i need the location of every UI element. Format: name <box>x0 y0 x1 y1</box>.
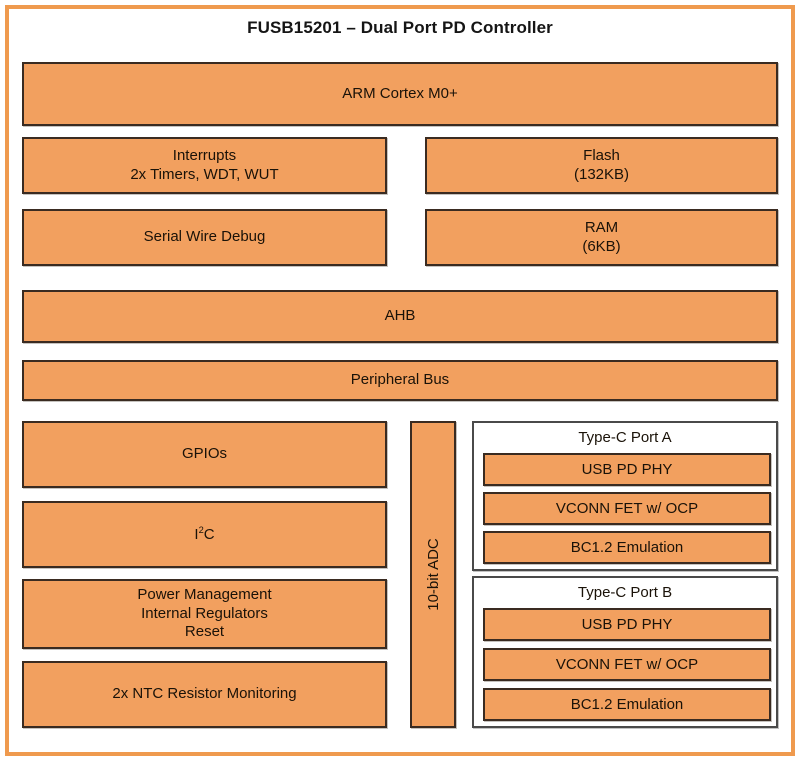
block-power-line3: Reset <box>184 623 225 641</box>
block-port-b-usb-pd-phy: USB PD PHY <box>483 608 771 641</box>
block-gpios: GPIOs <box>22 421 387 488</box>
block-ram-line1: RAM <box>584 218 619 236</box>
block-power-line1: Power Management <box>137 585 272 603</box>
block-port-b-bc12-emulation: BC1.2 Emulation <box>483 688 771 721</box>
block-arm-cortex-m0: ARM Cortex M0+ <box>22 62 778 126</box>
block-ram-line2: (6KB) <box>582 237 621 255</box>
block-port-b-vconn-fet: VCONN FET w/ OCP <box>483 648 771 681</box>
block-flash-line1: Flash <box>583 146 620 164</box>
block-flash: Flash (132KB) <box>425 137 778 194</box>
block-10bit-adc: 10-bit ADC <box>410 421 456 728</box>
block-interrupts-line1: Interrupts <box>172 146 237 164</box>
block-ntc-resistor-monitoring: 2x NTC Resistor Monitoring <box>22 661 387 728</box>
block-i2c-superscript: 2 <box>198 524 204 535</box>
block-10bit-adc-label: 10-bit ADC <box>424 538 442 611</box>
block-flash-line2: (132KB) <box>573 165 630 183</box>
panel-type-c-port-a: Type-C Port A USB PD PHY VCONN FET w/ OC… <box>472 421 778 571</box>
block-i2c: I2C <box>22 501 387 568</box>
block-i2c-suffix: C <box>203 525 215 543</box>
block-i2c-prefix: I <box>194 525 199 543</box>
panel-type-c-port-b: Type-C Port B USB PD PHY VCONN FET w/ OC… <box>472 576 778 728</box>
block-power-line2: Internal Regulators <box>141 604 268 622</box>
block-peripheral-bus: Peripheral Bus <box>22 360 778 401</box>
block-serial-wire-debug: Serial Wire Debug <box>22 209 387 266</box>
diagram-title: FUSB15201 – Dual Port PD Controller <box>247 18 553 37</box>
block-interrupts-line2: 2x Timers, WDT, WUT <box>130 165 279 183</box>
block-power-management: Power Management Internal Regulators Res… <box>22 579 387 649</box>
block-port-a-bc12-emulation: BC1.2 Emulation <box>483 531 771 564</box>
block-port-a-vconn-fet: VCONN FET w/ OCP <box>483 492 771 525</box>
panel-type-c-port-b-title: Type-C Port B <box>577 584 673 601</box>
block-ahb: AHB <box>22 290 778 343</box>
block-ram: RAM (6KB) <box>425 209 778 266</box>
block-interrupts: Interrupts 2x Timers, WDT, WUT <box>22 137 387 194</box>
panel-type-c-port-a-title: Type-C Port A <box>578 429 672 446</box>
block-port-a-usb-pd-phy: USB PD PHY <box>483 453 771 486</box>
